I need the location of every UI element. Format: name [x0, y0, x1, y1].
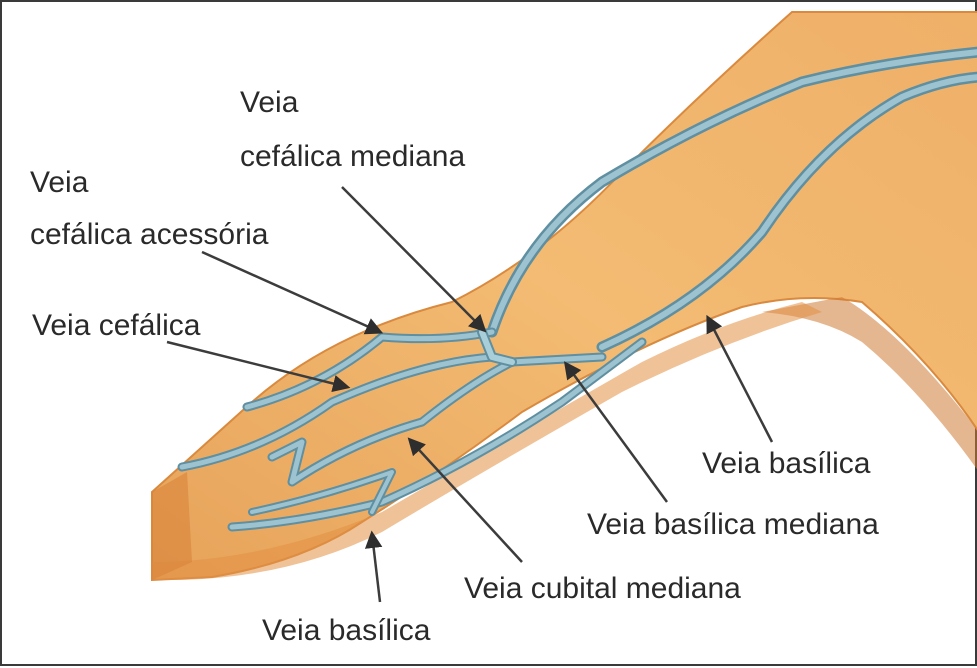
label-cephalic-accessory: Veia cefálica acessória [30, 164, 268, 254]
label-cephalic-median-line2: cefálica mediana [240, 138, 465, 176]
label-basilic-lower: Veia basílica [262, 612, 430, 650]
arrow-basilic-lower [372, 534, 380, 602]
arrow-cephalic-median [342, 187, 484, 330]
label-basilic-median: Veia basílica mediana [587, 506, 879, 544]
label-cephalic: Veia cefálica [32, 307, 200, 345]
label-cubital-median: Veia cubital mediana [464, 570, 741, 608]
label-cephalic-accessory-line1: Veia [30, 164, 268, 202]
label-cephalic-median: Veia cefálica mediana [240, 84, 465, 176]
arrow-cephalic-accessory [202, 252, 380, 332]
label-cephalic-accessory-line2: cefálica acessória [30, 216, 268, 254]
label-basilic-upper: Veia basílica [702, 445, 870, 483]
label-cephalic-median-line1: Veia [240, 84, 465, 122]
